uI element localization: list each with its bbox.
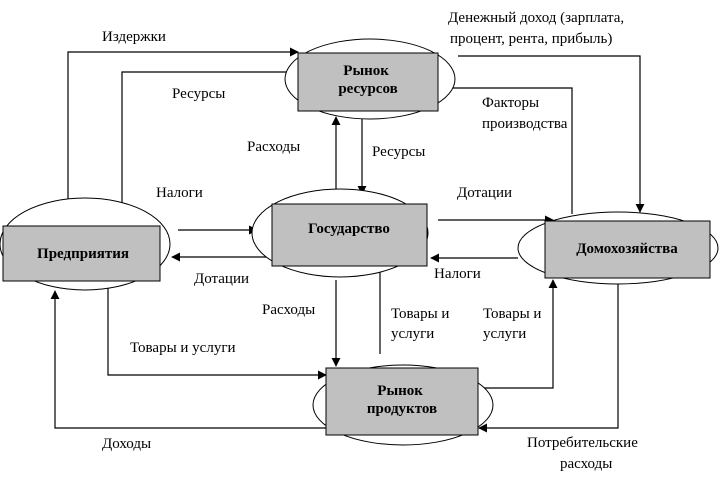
label-subsidies-to-enterprises: Дотации — [194, 271, 249, 287]
edge-consumer-spending — [478, 280, 619, 433]
label-money-income-line-2: процент, рента, прибыль) — [450, 31, 612, 47]
label-goods-to-households: Товары и услуги — [483, 306, 545, 342]
label-resources-to-gov: Ресурсы — [372, 144, 425, 160]
label-goods-to-households-line-2: услуги — [483, 326, 526, 342]
enterprises-label: Предприятия — [37, 246, 129, 262]
edge-costs — [67, 47, 299, 210]
label-goods-from-enterprises: Товары и услуги — [130, 340, 236, 356]
product-market-label: Рынок продуктов — [367, 383, 437, 417]
label-money-income: Денежный доход (зарплата, процент, рента… — [448, 10, 628, 47]
label-revenues: Доходы — [102, 436, 151, 452]
node-enterprises: Предприятия — [0, 197, 171, 291]
label-goods-to-households-line-1: Товары и — [483, 306, 541, 322]
label-production-factors-line-1: Факторы — [482, 95, 539, 111]
label-costs: Издержки — [102, 29, 166, 45]
product-market-label-line-1: Рынок — [377, 383, 423, 399]
edge-money-income — [458, 55, 645, 213]
product-market-box — [325, 367, 479, 436]
enterprises-box — [2, 225, 161, 282]
label-gov-spending-products: Расходы — [262, 302, 315, 318]
edge-labels: Издержки Денежный доход (зарплата, проце… — [102, 10, 642, 472]
resource-market-label: Рынок ресурсов — [338, 63, 397, 97]
edge-goods-from-enterprises — [107, 284, 327, 380]
label-gov-spending-resources: Расходы — [247, 139, 300, 155]
label-resources-to-enterprises: Ресурсы — [172, 86, 225, 102]
edge-goods-to-households — [478, 279, 558, 389]
edge-production-factors — [437, 83, 573, 214]
label-goods-to-gov-line-2: услуги — [391, 326, 434, 342]
label-production-factors-line-2: производства — [482, 116, 568, 132]
households-label: Домохозяйства — [576, 241, 678, 257]
label-consumer-spending: Потребительские расходы — [527, 435, 642, 472]
product-market-label-line-2: продуктов — [367, 401, 437, 417]
label-taxes-from-enterprises: Налоги — [156, 185, 203, 201]
edges — [50, 47, 645, 433]
label-consumer-spending-line-1: Потребительские — [527, 435, 638, 451]
resource-market-box — [297, 52, 439, 112]
label-subsidies-to-households: Дотации — [457, 185, 512, 201]
resource-market-label-line-2: ресурсов — [338, 81, 397, 97]
label-goods-to-gov-line-1: Товары и — [391, 306, 449, 322]
government-label: Государство — [308, 221, 390, 237]
resource-market-label-line-1: Рынок — [343, 63, 389, 79]
node-households: Домохозяйства — [517, 211, 719, 285]
label-goods-to-gov: Товары и услуги — [391, 306, 453, 342]
government-box — [271, 203, 428, 267]
households-box — [544, 220, 711, 279]
edge-resources-to-enterprises — [117, 71, 298, 225]
node-government: Государство — [251, 188, 429, 278]
node-resource-market: Рынок ресурсов — [284, 38, 456, 120]
label-taxes-from-households: Налоги — [434, 266, 481, 282]
label-consumer-spending-line-2: расходы — [560, 456, 612, 472]
node-product-market: Рынок продуктов — [312, 364, 494, 446]
edge-revenues — [50, 290, 326, 429]
label-production-factors: Факторы производства — [482, 95, 568, 132]
label-money-income-line-1: Денежный доход (зарплата, — [448, 10, 624, 26]
